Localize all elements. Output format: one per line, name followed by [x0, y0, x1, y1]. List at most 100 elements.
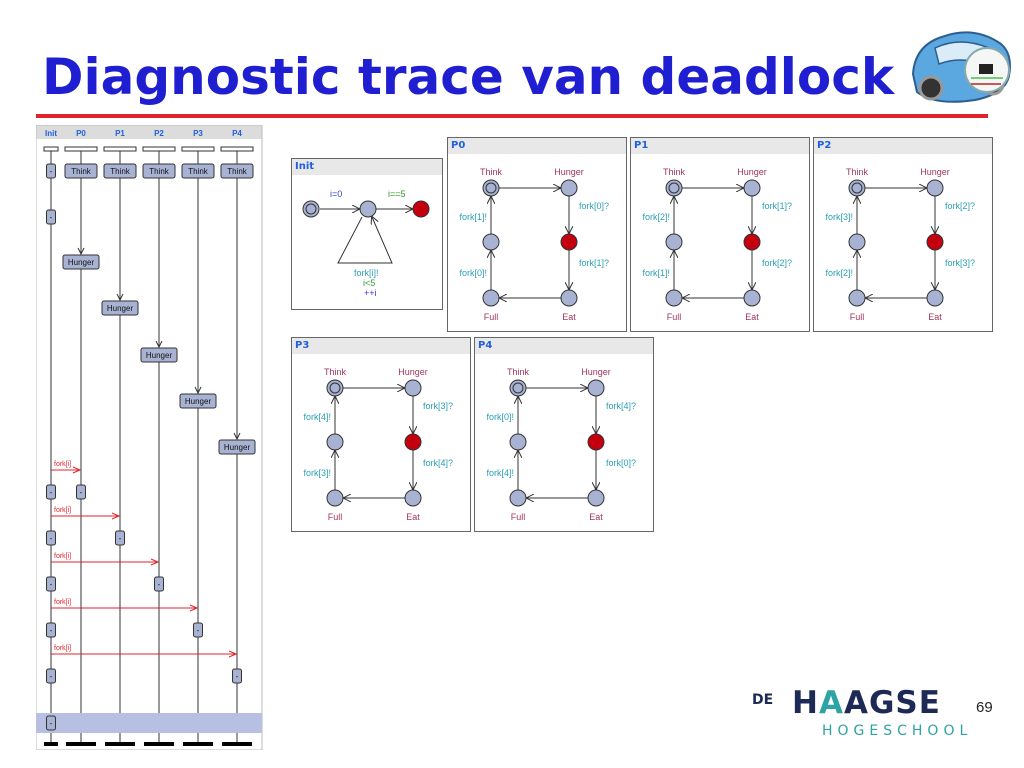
node-eat: [743, 289, 761, 307]
label-take-first: fork[3]?: [423, 401, 453, 411]
logo-main-text: HAAGSE: [792, 685, 941, 721]
seq-init-state: [46, 209, 56, 225]
seq-proc-state: [115, 530, 125, 546]
svg-text:Hunger: Hunger: [146, 351, 173, 360]
init-deadlock-node: [412, 200, 430, 218]
node-hunger: [743, 179, 761, 197]
node-think: [665, 179, 683, 197]
seq-init-state: [46, 668, 56, 684]
label-eat: Eat: [589, 512, 603, 522]
seq-hunger-box-p1: [101, 300, 139, 316]
label-take-second: fork[4]?: [423, 458, 453, 468]
label-take-first: fork[0]?: [579, 201, 609, 211]
node-release: [509, 433, 527, 451]
svg-text:Think: Think: [110, 167, 131, 176]
label-release-second: fork[4]!: [303, 412, 331, 422]
node-hunger: [404, 379, 422, 397]
seq-column-p4: P4: [232, 129, 242, 138]
school-logo: DE HAAGSE HOGESCHOOL: [752, 685, 992, 748]
seq-column-p0: P0: [76, 129, 86, 138]
seq-fork-label: fork[i]: [54, 461, 71, 468]
label-hunger: Hunger: [554, 167, 584, 177]
seq-hunger-box-p0: [62, 254, 100, 270]
label-release-first: fork[1]!: [642, 268, 670, 278]
svg-text:Hunger: Hunger: [68, 258, 95, 267]
node-release: [848, 233, 866, 251]
seq-think-box-p2: [142, 163, 176, 179]
panel-title: P2: [814, 138, 992, 154]
label-release-first: fork[3]!: [303, 468, 331, 478]
node-eat: [926, 289, 944, 307]
label-take-second: fork[3]?: [945, 258, 975, 268]
label-eat: Eat: [745, 312, 759, 322]
svg-text:-: -: [50, 167, 53, 176]
label-full: Full: [328, 512, 343, 522]
seq-init-state: [46, 530, 56, 546]
seq-header-bar: [36, 125, 262, 139]
car-illustration-icon: [911, 31, 1011, 103]
seq-proc-state: [154, 576, 164, 592]
svg-text:-: -: [197, 626, 200, 635]
label-full: Full: [850, 312, 865, 322]
svg-text:-: -: [50, 580, 53, 589]
init-start-node: [302, 200, 320, 218]
label-release-first: fork[2]!: [825, 268, 853, 278]
seq-init-state: [46, 576, 56, 592]
svg-text:-: -: [50, 213, 53, 222]
svg-text:-: -: [158, 580, 161, 589]
node-eat: [404, 489, 422, 507]
node-deadlock: [743, 233, 761, 251]
seq-fork-label: fork[i]: [54, 553, 71, 560]
label-full: Full: [667, 312, 682, 322]
label-eat: Eat: [406, 512, 420, 522]
label-release-first: fork[0]!: [459, 268, 487, 278]
label-take-first: fork[4]?: [606, 401, 636, 411]
label-full: Full: [484, 312, 499, 322]
svg-text:-: -: [236, 672, 239, 681]
svg-text:-: -: [119, 534, 122, 543]
svg-text:-: -: [50, 488, 53, 497]
node-hunger: [587, 379, 605, 397]
node-eat: [560, 289, 578, 307]
svg-text:Hunger: Hunger: [224, 443, 251, 452]
node-hunger: [560, 179, 578, 197]
seq-column-p1: P1: [115, 129, 125, 138]
node-hunger: [926, 179, 944, 197]
seq-hunger-box-p2: [140, 347, 178, 363]
label-release-second: fork[3]!: [825, 212, 853, 222]
init-loop-sync-label: fork[i]!: [354, 268, 379, 278]
init-loop-update-label: ++i: [364, 288, 377, 298]
node-release: [665, 233, 683, 251]
label-think: Think: [324, 367, 347, 377]
slide-title: Diagnostic trace van deadlock: [42, 48, 895, 106]
seq-hunger-box-p3: [179, 393, 217, 409]
label-hunger: Hunger: [398, 367, 428, 377]
label-hunger: Hunger: [920, 167, 950, 177]
node-deadlock: [404, 433, 422, 451]
label-hunger: Hunger: [581, 367, 611, 377]
node-think: [326, 379, 344, 397]
logo-prefix: DE: [752, 692, 774, 708]
svg-text:-: -: [80, 488, 83, 497]
label-eat: Eat: [928, 312, 942, 322]
seq-init-state: [46, 163, 56, 179]
init-loop-node: [359, 200, 377, 218]
svg-text:-: -: [50, 534, 53, 543]
panel-title: P3: [292, 338, 470, 354]
node-think: [509, 379, 527, 397]
node-deadlock: [560, 233, 578, 251]
label-eat: Eat: [562, 312, 576, 322]
init-update-label: i=0: [330, 189, 342, 199]
svg-text:-: -: [50, 719, 53, 728]
seq-fork-label: fork[i]: [54, 645, 71, 652]
seq-think-box-p1: [103, 163, 137, 179]
svg-text:Hunger: Hunger: [107, 304, 134, 313]
label-think: Think: [846, 167, 869, 177]
panel-title: Init: [292, 159, 442, 175]
logo-subtitle: HOGESCHOOL: [822, 723, 973, 739]
